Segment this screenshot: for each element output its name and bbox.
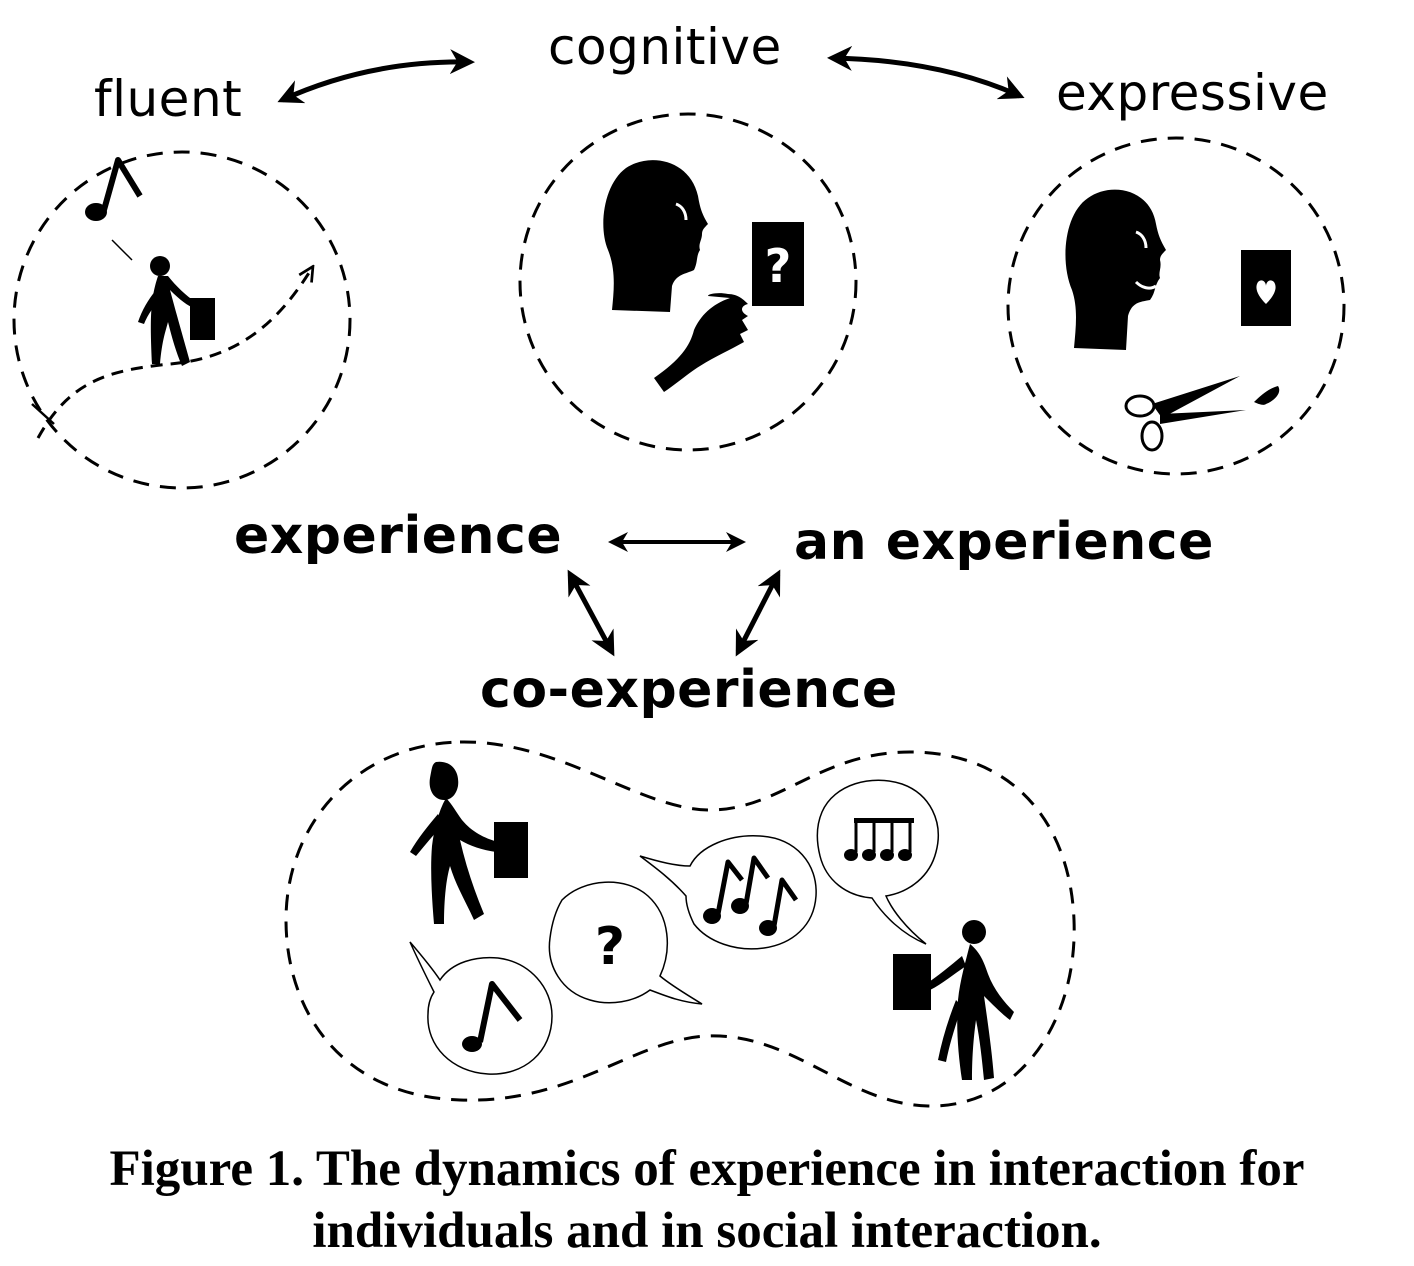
arrow-experience-co-experience (567, 569, 615, 657)
label-experience: experience (234, 506, 563, 566)
scissors-icon (1124, 376, 1246, 452)
cognitive-circle: ? (518, 112, 858, 452)
heart-card-icon (1241, 250, 1291, 326)
arrow-cognitive-expressive (827, 45, 1025, 100)
question-card-icon: ? (752, 222, 804, 306)
figure-caption: Figure 1. The dynamics of experience in … (0, 1138, 1414, 1262)
speech-bubble-note (409, 941, 553, 1075)
arrow-fluent-cognitive (277, 49, 475, 104)
label-fluent: fluent (94, 70, 243, 128)
journey-path (36, 268, 312, 439)
expressive-circle (1006, 136, 1346, 476)
label-co-experience: co-experience (480, 660, 898, 720)
fluent-circle (12, 150, 352, 490)
label-an-experience: an experience (794, 512, 1214, 572)
speech-bubble-notes (639, 835, 817, 950)
person-left-icon (410, 761, 528, 924)
hand-icon (654, 293, 748, 392)
co-experience-blob: ? (284, 740, 1076, 1108)
arrow-an-experience-co-experience (735, 569, 781, 657)
caption-line-1: Figure 1. The dynamics of experience in … (109, 1141, 1305, 1197)
label-cognitive: cognitive (548, 18, 782, 76)
speech-bubble-beamed-notes (816, 779, 939, 945)
svg-text:?: ? (595, 917, 625, 977)
speech-bubble-question: ? (548, 881, 703, 1005)
svg-text:?: ? (765, 239, 792, 293)
label-expressive: expressive (1056, 64, 1329, 122)
small-heart-icon (1254, 386, 1280, 405)
caption-line-2: individuals and in social interaction. (312, 1203, 1102, 1259)
head-profile-icon (603, 160, 708, 312)
smiling-head-icon (1065, 189, 1166, 350)
person-right-icon (893, 920, 1014, 1080)
music-note-icon (85, 157, 143, 221)
walking-person-icon (138, 256, 215, 366)
